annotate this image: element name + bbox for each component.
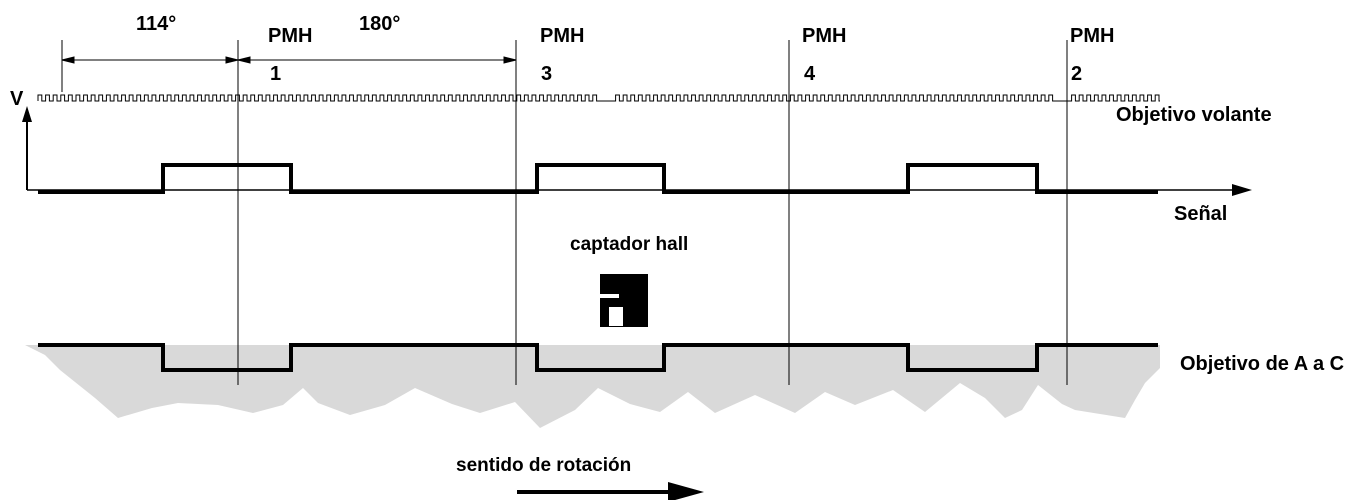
camshaft-target-profile <box>38 343 1158 372</box>
angle-114-dimension <box>61 56 239 64</box>
rotation-arrow <box>517 482 704 500</box>
tdc-label-4: PMH <box>802 25 846 47</box>
tdc-cylinder-1: 1 <box>270 63 281 85</box>
y-axis <box>22 106 32 190</box>
angle-180-label: 180° <box>359 13 400 35</box>
tdc-cylinder-3: 3 <box>541 63 552 85</box>
y-axis-label: V <box>10 88 24 110</box>
tdc-label-3: PMH <box>540 25 584 47</box>
hall-sensor-icon <box>600 274 648 327</box>
x-axis-label: Señal <box>1174 203 1227 225</box>
tdc-label-2: PMH <box>1070 25 1114 47</box>
y-axis-arrow <box>22 106 32 122</box>
x-axis <box>27 184 1252 196</box>
camshaft-target-label: Objetivo de A a C <box>1180 353 1344 375</box>
tdc-lines <box>237 40 1068 385</box>
angle-180-dimension <box>237 56 517 64</box>
rotation-label: sentido de rotación <box>456 455 631 476</box>
tdc-cylinder-2: 2 <box>1071 63 1082 85</box>
hall-signal-waveform <box>38 163 1158 194</box>
x-axis-arrow <box>1232 184 1252 196</box>
flywheel-teeth-signal <box>37 94 1160 102</box>
tdc-label-1: PMH <box>268 25 312 47</box>
tdc-cylinder-4: 4 <box>804 63 816 85</box>
hall-sensor-label: captador hall <box>570 234 688 255</box>
camshaft-target-body <box>25 345 1160 428</box>
flywheel-target-label: Objetivo volante <box>1116 104 1272 126</box>
angle-114-label: 114° <box>136 13 176 35</box>
